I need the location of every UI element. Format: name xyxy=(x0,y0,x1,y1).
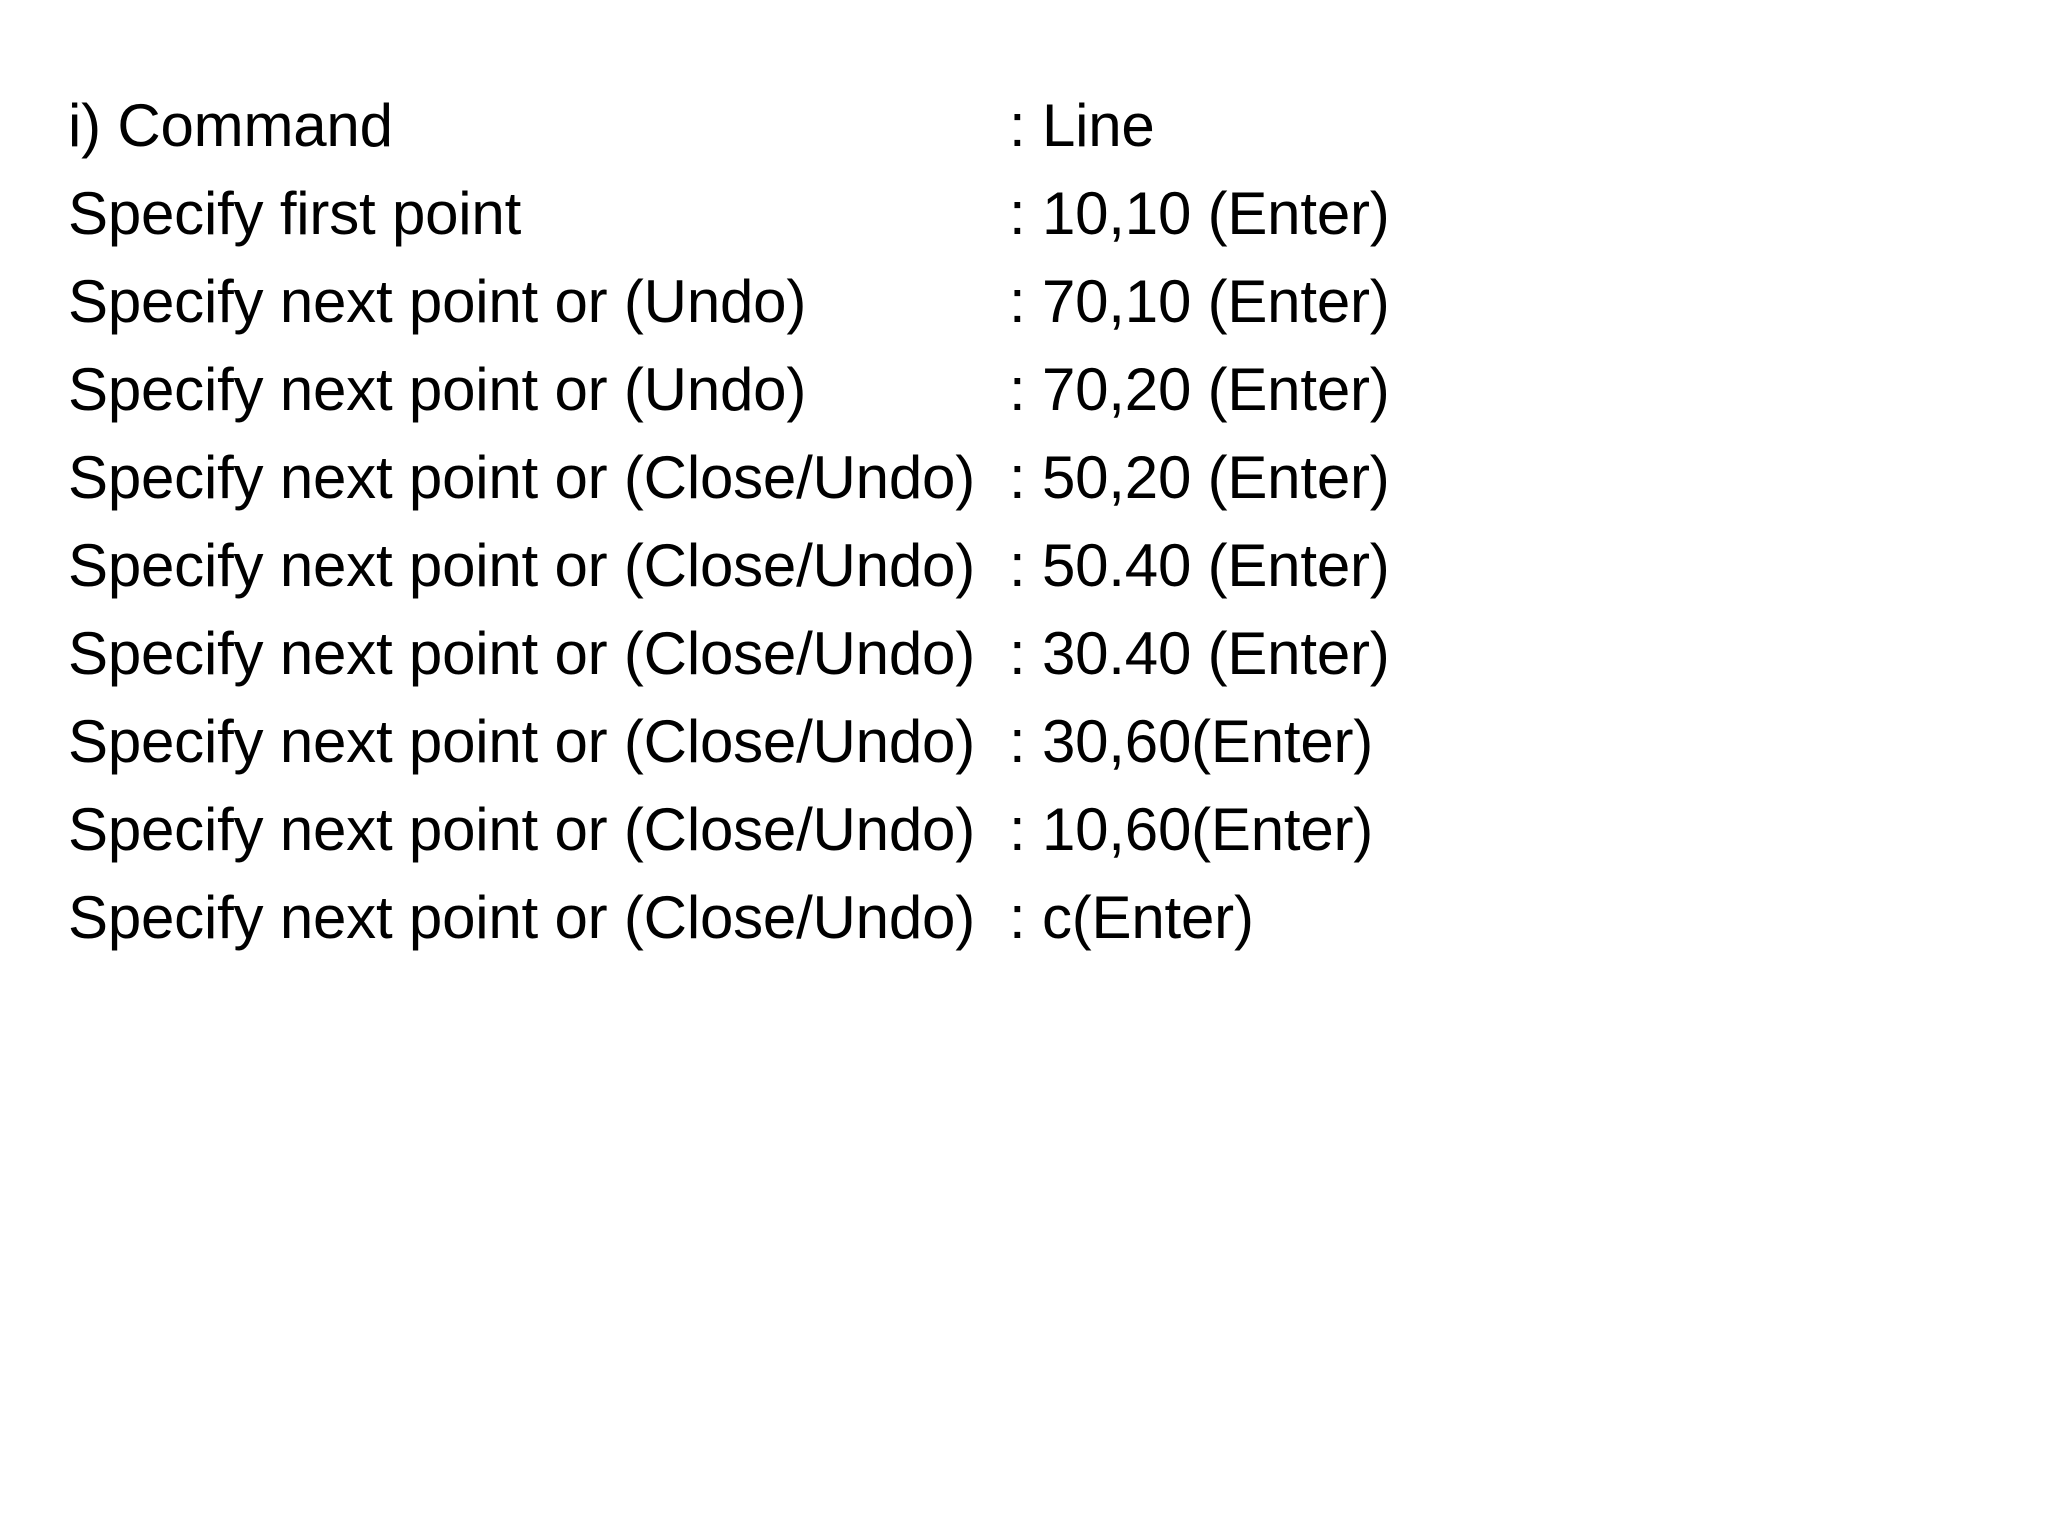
transcript-prompt: i) Command xyxy=(68,92,393,159)
transcript-gap xyxy=(1025,522,1041,610)
transcript-line: Specify next point or (Close/Undo): 10,6… xyxy=(68,786,1968,874)
transcript-value: 70,20 (Enter) xyxy=(1041,356,1390,423)
transcript-gap xyxy=(1025,170,1041,258)
transcript-line: Specify next point or (Close/Undo): 30,6… xyxy=(68,698,1968,786)
transcript-gap xyxy=(1025,434,1041,522)
transcript-gap xyxy=(1025,786,1041,874)
transcript-value: 10,10 (Enter) xyxy=(1041,180,1390,247)
transcript-prompt: Specify next point or (Close/Undo) xyxy=(68,708,975,775)
transcript-separator: : xyxy=(1009,884,1026,951)
transcript-separator: : xyxy=(1009,180,1026,247)
transcript-value: 30.40 (Enter) xyxy=(1041,620,1390,687)
transcript-separator: : xyxy=(1009,92,1026,159)
transcript-prompt: Specify next point or (Close/Undo) xyxy=(68,444,975,511)
transcript-separator: : xyxy=(1009,796,1026,863)
transcript-gap xyxy=(1025,874,1041,962)
transcript-prompt: Specify next point or (Close/Undo) xyxy=(68,532,975,599)
transcript-separator: : xyxy=(1009,532,1026,599)
transcript-prompt: Specify next point or (Undo) xyxy=(68,356,807,423)
transcript-value: Line xyxy=(1041,92,1155,159)
transcript-separator: : xyxy=(1009,620,1026,687)
transcript-value: 50,20 (Enter) xyxy=(1041,444,1390,511)
transcript-line: i) Command: Line xyxy=(68,82,1968,170)
transcript-prompt: Specify next point or (Close/Undo) xyxy=(68,620,975,687)
transcript-prompt: Specify first point xyxy=(68,180,522,247)
transcript-line: Specify next point or (Close/Undo): 50,2… xyxy=(68,434,1968,522)
transcript-gap xyxy=(1025,346,1041,434)
transcript-separator: : xyxy=(1009,708,1026,775)
transcript-gap xyxy=(1025,698,1041,786)
transcript-gap xyxy=(1025,610,1041,698)
transcript-prompt: Specify next point or (Undo) xyxy=(68,268,807,335)
transcript-gap xyxy=(1025,82,1041,170)
transcript-separator: : xyxy=(1009,268,1026,335)
transcript-line: Specify next point or (Close/Undo): 50.4… xyxy=(68,522,1968,610)
transcript-value: 50.40 (Enter) xyxy=(1041,532,1390,599)
transcript-line: Specify next point or (Close/Undo): c(En… xyxy=(68,874,1968,962)
transcript-prompt: Specify next point or (Close/Undo) xyxy=(68,884,975,951)
transcript-separator: : xyxy=(1009,444,1026,511)
transcript-separator: : xyxy=(1009,356,1026,423)
transcript-line: Specify next point or (Undo): 70,10 (Ent… xyxy=(68,258,1968,346)
transcript-line: Specify next point or (Undo): 70,20 (Ent… xyxy=(68,346,1968,434)
transcript-value: 70,10 (Enter) xyxy=(1041,268,1390,335)
transcript-value: 10,60(Enter) xyxy=(1041,796,1374,863)
transcript-gap xyxy=(1025,258,1041,346)
transcript-line: Specify next point or (Close/Undo): 30.4… xyxy=(68,610,1968,698)
transcript-value: c(Enter) xyxy=(1041,884,1254,951)
transcript-prompt: Specify next point or (Close/Undo) xyxy=(68,796,975,863)
transcript-value: 30,60(Enter) xyxy=(1041,708,1374,775)
transcript-line: Specify first point: 10,10 (Enter) xyxy=(68,170,1968,258)
